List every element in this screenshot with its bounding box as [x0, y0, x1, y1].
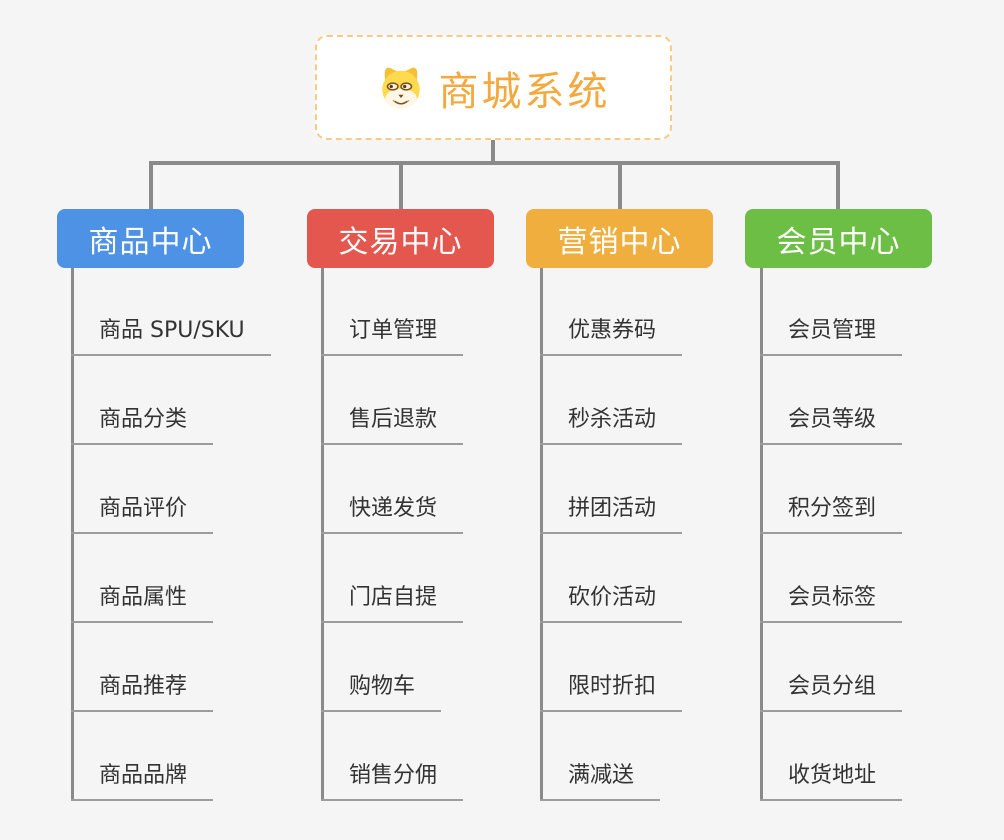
leaf-node[interactable]: 购物车 — [321, 672, 442, 712]
leaf-node[interactable]: 订单管理 — [321, 316, 464, 356]
leaf-node[interactable]: 会员标签 — [760, 583, 903, 623]
branch-trunk-members — [760, 268, 763, 801]
leaf-node[interactable]: 商品 SPU/SKU — [71, 316, 271, 356]
leaf-node[interactable]: 快递发货 — [321, 494, 464, 534]
leaf-node[interactable]: 秒杀活动 — [540, 405, 683, 445]
leaf-node[interactable]: 商品属性 — [71, 583, 214, 623]
connector-stub-members — [836, 161, 840, 209]
connector-rail — [149, 161, 839, 165]
leaf-node[interactable]: 砍价活动 — [540, 583, 683, 623]
leaf-node[interactable]: 销售分佣 — [321, 761, 464, 801]
leaf-node[interactable]: 优惠券码 — [540, 316, 683, 356]
connector-stub-products — [149, 161, 153, 209]
leaf-node[interactable]: 售后退款 — [321, 405, 464, 445]
leaf-node[interactable]: 收货地址 — [760, 761, 903, 801]
leaf-node[interactable]: 会员分组 — [760, 672, 903, 712]
connector-root-stub — [491, 140, 495, 165]
leaf-node[interactable]: 商品推荐 — [71, 672, 214, 712]
leaf-node[interactable]: 门店自提 — [321, 583, 464, 623]
branch-box-products[interactable]: 商品中心 — [57, 209, 244, 268]
dog-face-icon — [377, 64, 425, 112]
connector-stub-marketing — [618, 161, 622, 209]
leaf-node[interactable]: 会员等级 — [760, 405, 903, 445]
branch-box-trade[interactable]: 交易中心 — [307, 209, 494, 268]
branch-trunk-products — [71, 268, 74, 801]
leaf-node[interactable]: 会员管理 — [760, 316, 903, 356]
root-title: 商城系统 — [438, 68, 611, 115]
connector-stub-trade — [399, 161, 403, 209]
branch-box-marketing[interactable]: 营销中心 — [526, 209, 713, 268]
leaf-node[interactable]: 商品评价 — [71, 494, 214, 534]
leaf-node[interactable]: 满减送 — [540, 761, 661, 801]
leaf-node[interactable]: 拼团活动 — [540, 494, 683, 534]
leaf-node[interactable]: 限时折扣 — [540, 672, 683, 712]
branch-trunk-trade — [321, 268, 324, 801]
leaf-node[interactable]: 商品分类 — [71, 405, 214, 445]
leaf-node[interactable]: 积分签到 — [760, 494, 903, 534]
branch-trunk-marketing — [540, 268, 543, 801]
leaf-node[interactable]: 商品品牌 — [71, 761, 214, 801]
branch-box-members[interactable]: 会员中心 — [745, 209, 932, 268]
root-node[interactable]: 商城系统 — [315, 35, 672, 140]
